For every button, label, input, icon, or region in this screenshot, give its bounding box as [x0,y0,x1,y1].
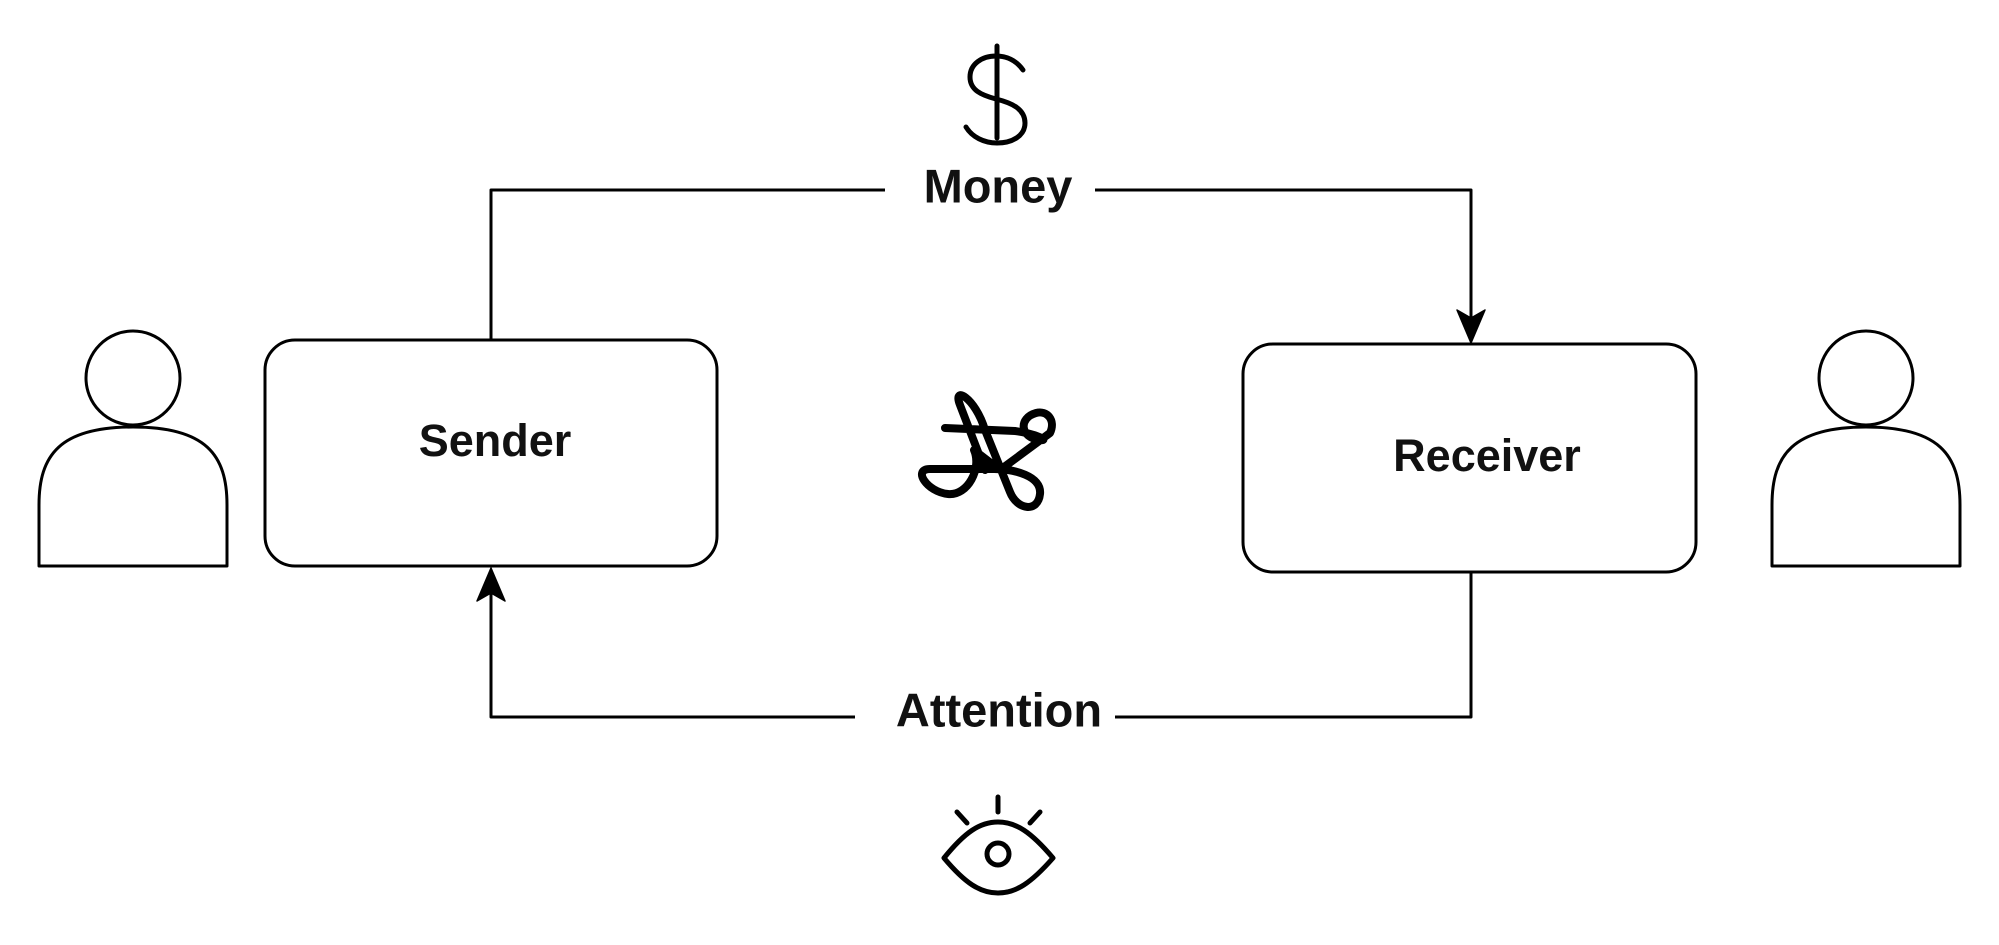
attention-flow-connector [476,567,1473,748]
sender-node: Sender [263,338,719,568]
money-flow-connector [489,160,1486,344]
receiver-label: Receiver [1393,430,1581,481]
dollar-icon [963,43,1028,146]
left-person-icon [37,329,229,568]
sender-label: Sender [419,415,572,466]
attention-label: Attention [896,683,1102,736]
command-loop-icon [918,391,1056,511]
money-arrowhead [1456,309,1486,344]
money-label: Money [924,159,1073,212]
right-person-icon [1770,329,1962,568]
eye-icon [941,794,1056,896]
receiver-node: Receiver [1241,342,1698,574]
attention-arrowhead [476,567,506,602]
